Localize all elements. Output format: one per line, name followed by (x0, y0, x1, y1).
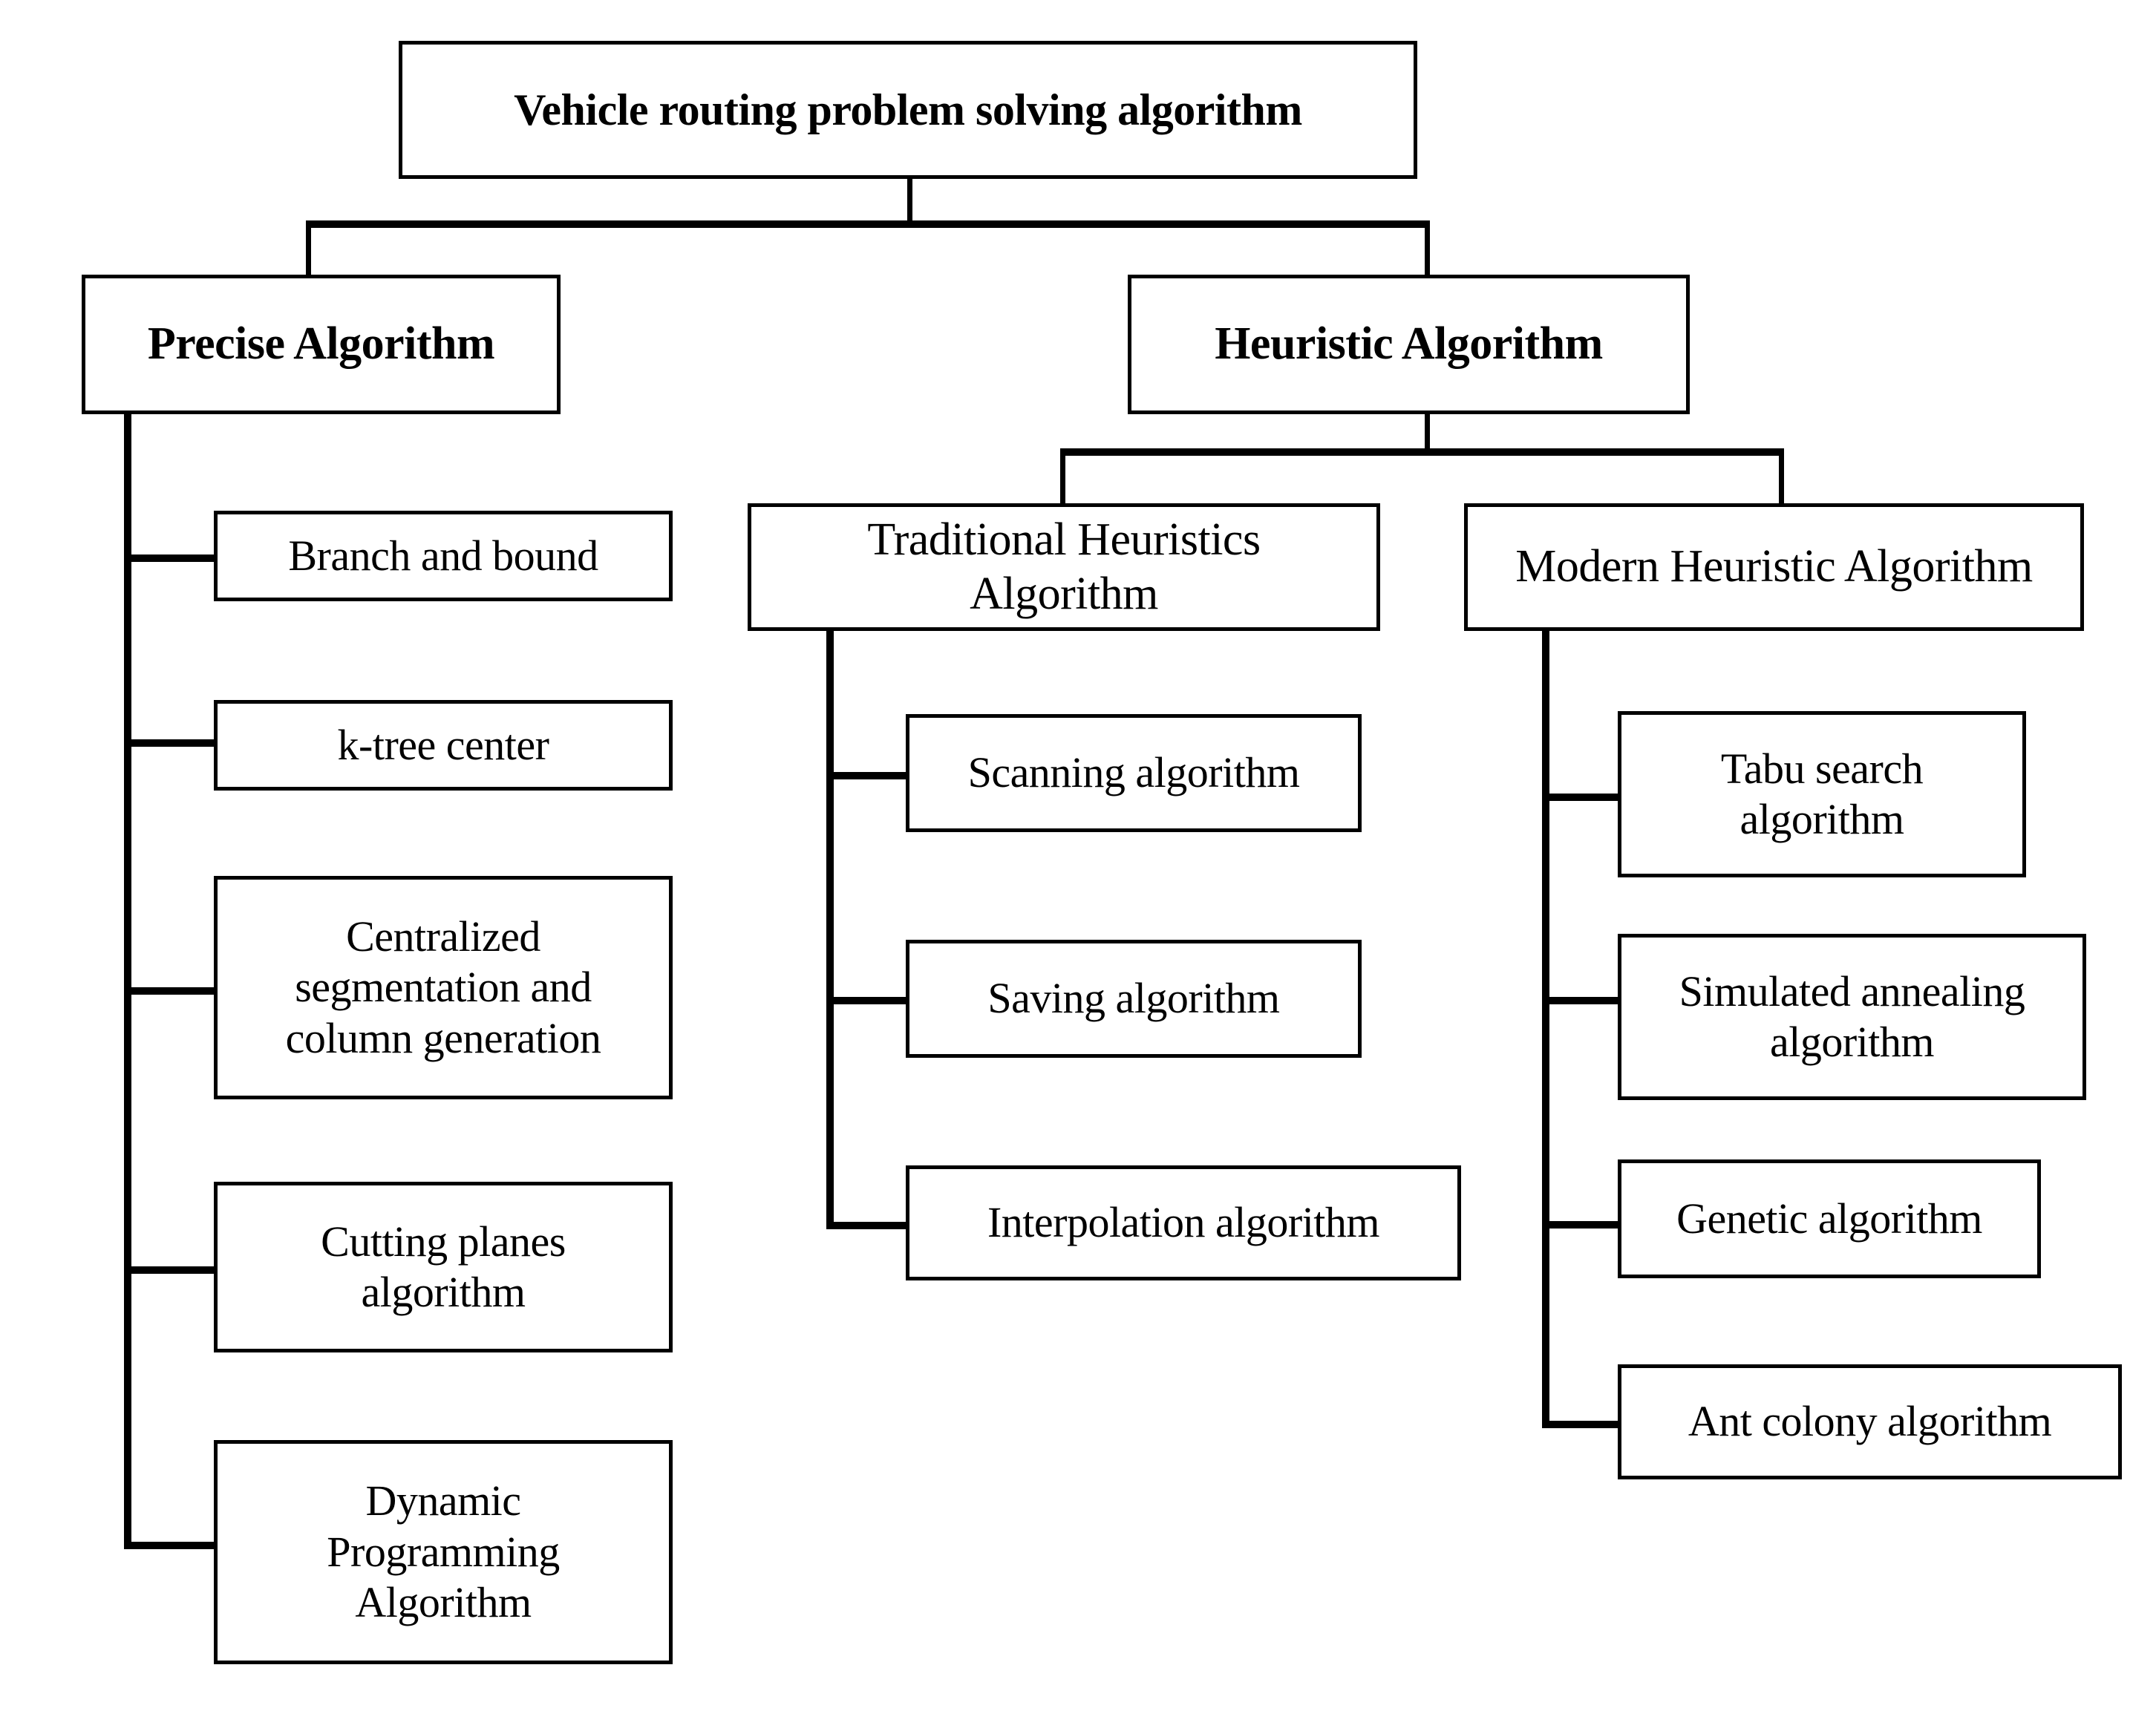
node-ant-colony-algorithm-label: Ant colony algorithm (1688, 1397, 2052, 1446)
node-interpolation-algorithm[interactable]: Interpolation algorithm (906, 1165, 1461, 1280)
connector-modern-trunk (1542, 629, 1549, 1426)
connector-to-traditional-heuristics (1060, 448, 1065, 505)
node-root-label: Vehicle routing problem solving algorith… (514, 85, 1302, 134)
connector-root-stem (907, 177, 912, 224)
node-scanning-algorithm-label: Scanning algorithm (967, 748, 1300, 797)
connector-precise-stub-3 (124, 987, 216, 995)
connector-traditional-stub-3 (826, 1222, 908, 1229)
connector-traditional-stub-1 (826, 772, 908, 779)
node-dynamic-programming-algorithm-label: Dynamic Programming Algorithm (327, 1476, 560, 1627)
node-scanning-algorithm[interactable]: Scanning algorithm (906, 714, 1362, 832)
node-heuristic-algorithm[interactable]: Heuristic Algorithm (1128, 275, 1690, 414)
node-saving-algorithm-label: Saving algorithm (987, 974, 1280, 1023)
connector-heuristic-stem (1425, 411, 1430, 453)
node-simulated-annealing-algorithm[interactable]: Simulated annealing algorithm (1618, 934, 2086, 1100)
connector-modern-stub-4 (1542, 1421, 1620, 1428)
node-simulated-annealing-algorithm-label: Simulated annealing algorithm (1679, 966, 2025, 1066)
node-genetic-algorithm[interactable]: Genetic algorithm (1618, 1159, 2041, 1278)
node-dynamic-programming-algorithm[interactable]: Dynamic Programming Algorithm (214, 1440, 673, 1664)
connector-precise-stub-2 (124, 739, 216, 747)
connector-traditional-stub-2 (826, 997, 908, 1004)
node-k-tree-center[interactable]: k-tree center (214, 700, 673, 791)
node-saving-algorithm[interactable]: Saving algorithm (906, 940, 1362, 1058)
node-precise-algorithm[interactable]: Precise Algorithm (82, 275, 561, 414)
connector-traditional-trunk (826, 629, 834, 1227)
connector-to-precise-algorithm (306, 220, 311, 276)
connector-to-modern-heuristic (1779, 448, 1784, 505)
node-modern-heuristic-algorithm-label: Modern Heuristic Algorithm (1515, 541, 2033, 592)
connector-modern-stub-3 (1542, 1221, 1620, 1229)
connector-precise-stub-1 (124, 554, 216, 562)
connector-level1-bus (306, 220, 1430, 228)
node-branch-and-bound-label: Branch and bound (288, 531, 598, 580)
node-tabu-search-algorithm[interactable]: Tabu search algorithm (1618, 711, 2026, 877)
connector-precise-trunk (124, 413, 131, 1547)
node-heuristic-algorithm-label: Heuristic Algorithm (1215, 318, 1603, 370)
node-precise-algorithm-label: Precise Algorithm (147, 318, 495, 370)
connector-to-heuristic-algorithm (1425, 220, 1430, 276)
connector-precise-stub-4 (124, 1266, 216, 1274)
node-traditional-heuristics-algorithm[interactable]: Traditional Heuristics Algorithm (748, 503, 1380, 631)
node-tabu-search-algorithm-label: Tabu search algorithm (1720, 744, 1924, 843)
node-branch-and-bound[interactable]: Branch and bound (214, 511, 673, 601)
node-cutting-planes-algorithm[interactable]: Cutting planes algorithm (214, 1182, 673, 1352)
node-interpolation-algorithm-label: Interpolation algorithm (987, 1198, 1380, 1247)
connector-level2-bus (1060, 448, 1784, 456)
node-genetic-algorithm-label: Genetic algorithm (1676, 1194, 1982, 1243)
node-centralized-segmentation-column-generation-label: Centralized segmentation and column gene… (285, 912, 601, 1062)
connector-precise-stub-5 (124, 1542, 216, 1549)
node-modern-heuristic-algorithm[interactable]: Modern Heuristic Algorithm (1464, 503, 2084, 631)
node-ant-colony-algorithm[interactable]: Ant colony algorithm (1618, 1364, 2122, 1479)
node-centralized-segmentation-column-generation[interactable]: Centralized segmentation and column gene… (214, 876, 673, 1099)
node-root[interactable]: Vehicle routing problem solving algorith… (399, 41, 1417, 179)
connector-modern-stub-2 (1542, 997, 1620, 1004)
node-k-tree-center-label: k-tree center (337, 720, 549, 769)
connector-modern-stub-1 (1542, 794, 1620, 801)
node-traditional-heuristics-algorithm-label: Traditional Heuristics Algorithm (867, 514, 1261, 619)
node-cutting-planes-algorithm-label: Cutting planes algorithm (321, 1217, 566, 1316)
